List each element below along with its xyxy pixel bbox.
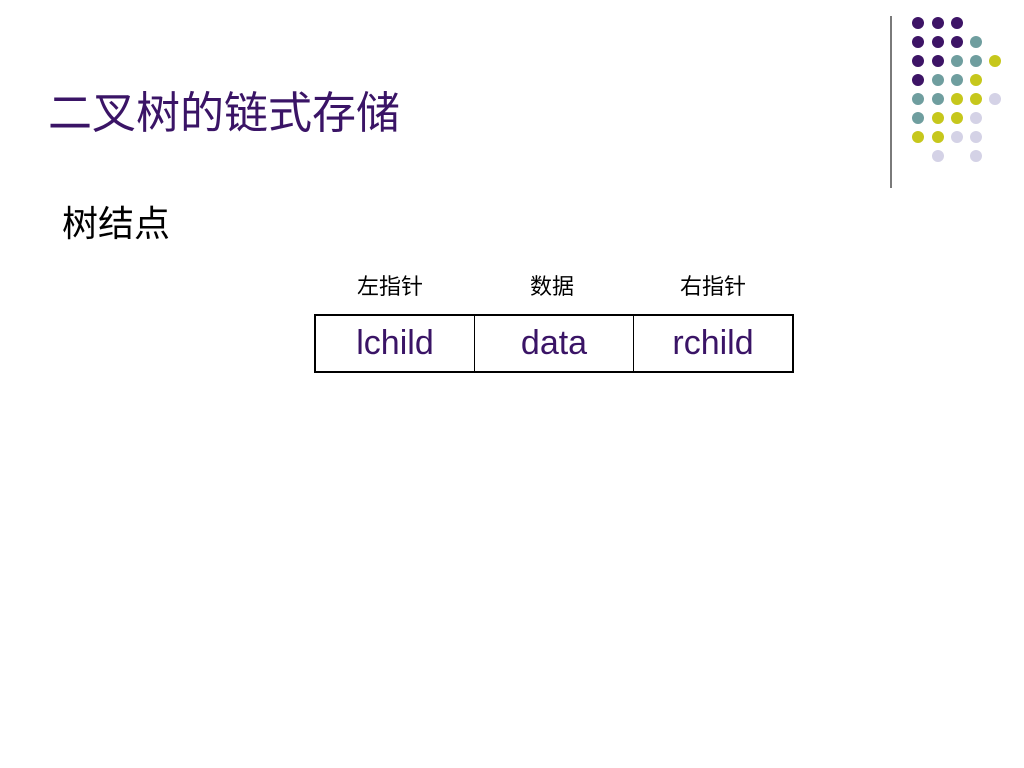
decor-dot [989, 93, 1001, 105]
decor-dot [912, 74, 924, 86]
decorative-dot-grid [912, 17, 1001, 162]
decor-dot [912, 17, 924, 29]
decor-dot [932, 131, 944, 143]
decor-dot [932, 36, 944, 48]
decor-dot [970, 112, 982, 124]
decor-dot [932, 112, 944, 124]
decor-dot [912, 93, 924, 105]
title-divider-line [890, 16, 892, 188]
decor-dot [951, 93, 963, 105]
decor-dot [912, 55, 924, 67]
slide-title: 二叉树的链式存储 [48, 88, 400, 139]
slide-subtitle: 树结点 [62, 204, 171, 245]
decor-dot [951, 112, 963, 124]
decor-dot [951, 131, 963, 143]
decor-dot [970, 150, 982, 162]
decor-dot [951, 74, 963, 86]
decor-dot [951, 17, 963, 29]
decor-dot [932, 93, 944, 105]
label-left-pointer: 左指针 [357, 275, 424, 300]
decor-dot [970, 55, 982, 67]
field-lchild: lchild [356, 324, 434, 362]
decor-dot [989, 55, 1001, 67]
decor-dot [932, 150, 944, 162]
decor-dot [970, 36, 982, 48]
decor-dot [932, 17, 944, 29]
label-data: 数据 [530, 275, 575, 300]
decor-dot [912, 36, 924, 48]
decor-dot [970, 74, 982, 86]
decor-dot [951, 55, 963, 67]
decor-dot [912, 131, 924, 143]
decor-dot [970, 131, 982, 143]
decor-dot [932, 74, 944, 86]
decor-dot [970, 93, 982, 105]
decor-dot [912, 112, 924, 124]
decor-dot [932, 55, 944, 67]
decor-dot [951, 36, 963, 48]
tree-node-structure: lchild data rchild [314, 314, 794, 373]
field-rchild: rchild [633, 316, 792, 371]
field-data: data [474, 316, 633, 371]
label-right-pointer: 右指针 [680, 275, 747, 300]
